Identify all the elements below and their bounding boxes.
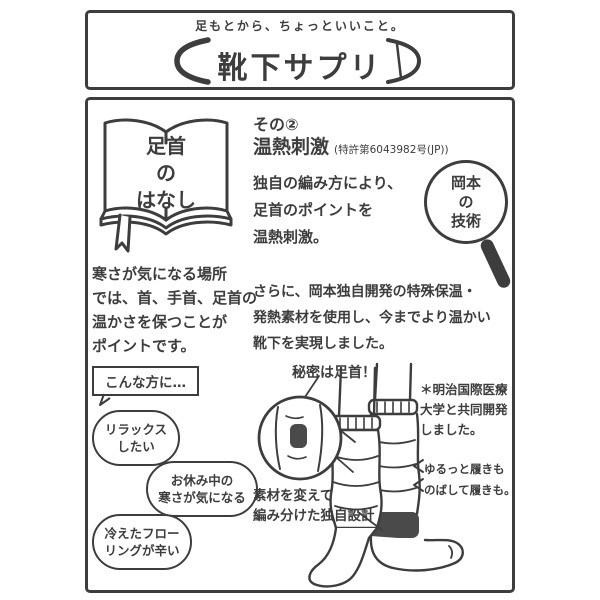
magnifier-icon: 岡本 の 技術 — [424, 160, 508, 244]
brand-logo-text: 靴下サプリ — [217, 51, 383, 86]
collaboration-note: ＊明治国際医療 大学と共同開発 しました。 — [420, 382, 508, 437]
feature-heading: 温熱刺激 (特許第6043982号(JP)) — [253, 132, 449, 159]
wear-note-stretched: のばして履きも。 — [424, 483, 516, 497]
design-note: 素材を変えて 編み分けた独自設計 — [253, 488, 375, 524]
wear-note-loose: ゆるっと履きも — [424, 462, 505, 476]
header-box — [85, 10, 515, 90]
legs-socks-illustration — [257, 362, 464, 588]
feature-title: 温熱刺激 — [253, 136, 330, 158]
callout-tail-icon — [99, 393, 111, 406]
feature-description-2: さらに、岡本独自開発の特殊保温・ 発熱素材を使用し、今までより温かい 靴下を実現… — [253, 284, 491, 352]
secret-label: 秘密は足首！ — [292, 365, 376, 381]
tagline: 足もとから、ちょっといいこと。 — [195, 19, 405, 33]
section-number: その② — [253, 115, 299, 134]
audience-bubble: 冷えたフロー リングが辛い — [92, 514, 192, 570]
audience-bubble: お休み中の 寒さが気になる — [146, 461, 258, 517]
open-book-icon — [99, 118, 233, 253]
book-title: 足首 の はなし — [136, 134, 196, 212]
intro-text: 寒さが気になる場所 では、首、手首、足首の 温かさを保つことが ポイントです。 — [92, 265, 258, 355]
capsule-logo-icon — [174, 37, 422, 85]
audience-bubble: リラックス したい — [92, 410, 180, 466]
feature-description-1: 独自の編み方により、 足首のポイントを 温熱刺激。 — [253, 174, 403, 246]
audience-label-box: こんな方に… — [92, 366, 199, 396]
patent-note: (特許第6043982号(JP)) — [334, 144, 449, 156]
